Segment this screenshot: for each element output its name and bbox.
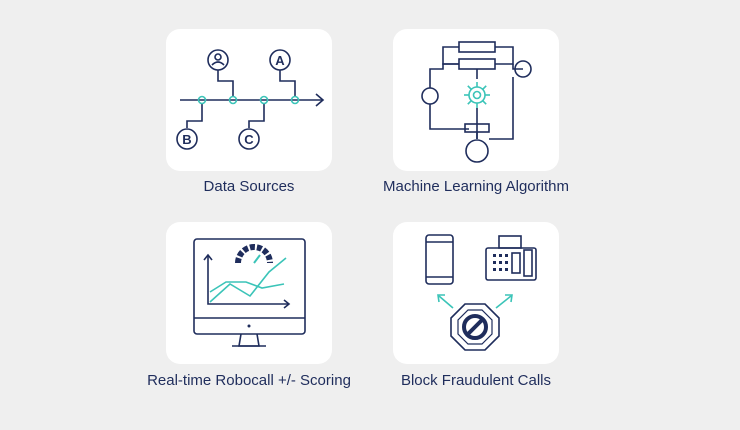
output-node-icon bbox=[465, 139, 489, 163]
arrow-head-icon bbox=[315, 93, 325, 107]
speedometer-icon bbox=[235, 244, 273, 264]
score-line bbox=[209, 281, 285, 293]
chart-axes bbox=[207, 256, 288, 305]
monitor-stand bbox=[238, 333, 260, 347]
junction-dot bbox=[228, 95, 238, 105]
score-line bbox=[209, 257, 287, 303]
block-sign-icon bbox=[450, 303, 500, 351]
block-calls-label: Block Fraudulent Calls bbox=[400, 372, 552, 389]
desk-phone-icon bbox=[485, 235, 537, 281]
source-c-node bbox=[238, 128, 260, 150]
junction-dot bbox=[290, 95, 300, 105]
source-a-label: A bbox=[275, 53, 285, 68]
data-sources-icon: A B C bbox=[176, 49, 325, 150]
ml-algorithm-card bbox=[393, 29, 559, 171]
scoring-card bbox=[166, 222, 332, 364]
junction-dot bbox=[197, 95, 207, 105]
junction-dot bbox=[259, 95, 269, 105]
block-calls-card bbox=[393, 222, 559, 364]
source-c-label: C bbox=[244, 132, 254, 147]
block-calls-icon bbox=[425, 234, 537, 351]
monitor-icon bbox=[193, 238, 306, 335]
scoring-label: Real-time Robocall +/- Scoring bbox=[147, 372, 351, 389]
left-node-icon bbox=[421, 87, 439, 105]
data-sources-card: A B C bbox=[166, 29, 332, 171]
mobile-phone-icon bbox=[425, 234, 454, 285]
source-b-label: B bbox=[182, 132, 191, 147]
right-node-icon bbox=[514, 60, 532, 78]
monitor-chart-icon bbox=[193, 238, 306, 347]
ml-algorithm-icon bbox=[421, 41, 532, 163]
ml-algorithm-label: Machine Learning Algorithm bbox=[383, 178, 569, 195]
source-b-node bbox=[176, 128, 198, 150]
process-box bbox=[458, 58, 496, 70]
gear-icon bbox=[464, 82, 490, 108]
process-box bbox=[458, 41, 496, 53]
arrow-left bbox=[438, 295, 454, 309]
arrow-right bbox=[495, 295, 512, 309]
data-sources-label: Data Sources bbox=[203, 178, 295, 195]
